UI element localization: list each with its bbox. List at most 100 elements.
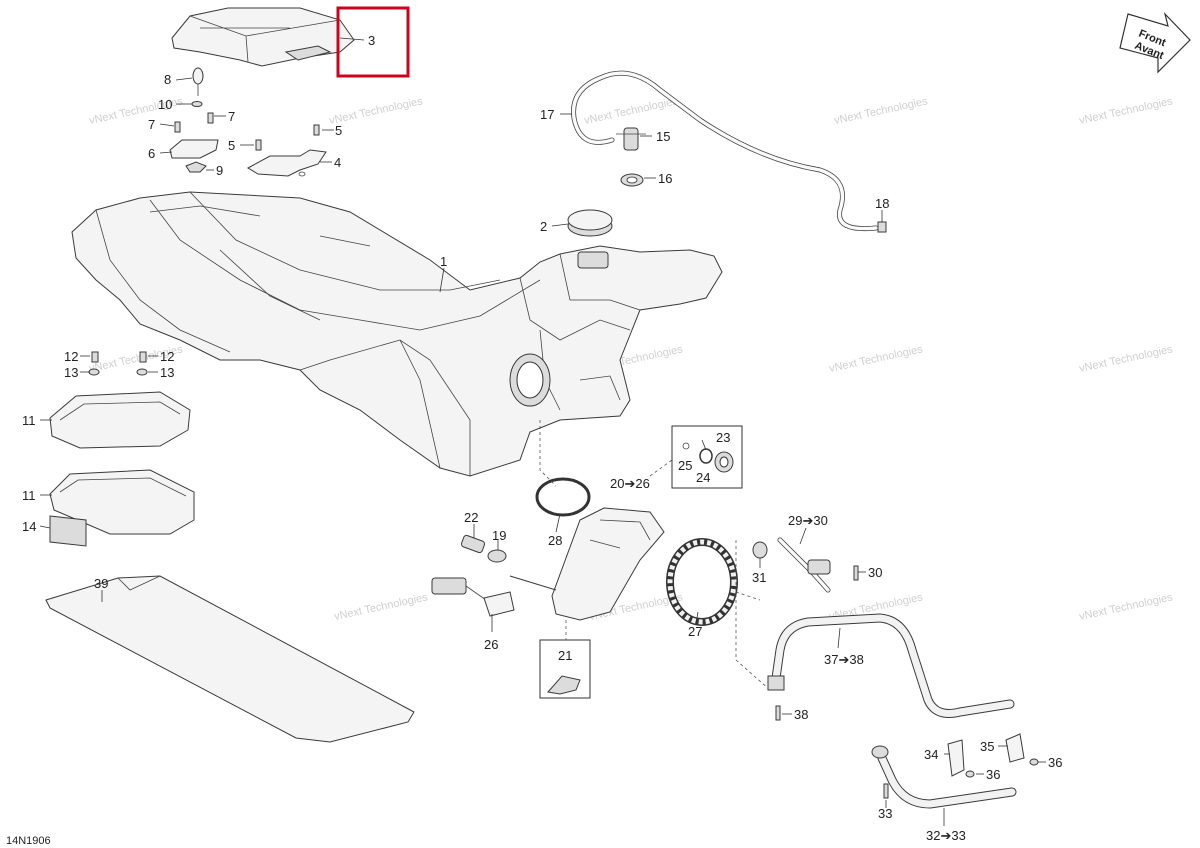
callout-5b: 5 — [335, 123, 342, 138]
part-20-fuel-pump-module[interactable] — [509, 507, 665, 621]
callout-36b: 36 — [1048, 755, 1062, 770]
callout-30: 30 — [868, 565, 882, 580]
callout-36a: 36 — [986, 767, 1000, 782]
part-21-filter[interactable] — [547, 675, 581, 695]
part-13-nut-b[interactable] — [136, 368, 148, 376]
part-11-cover-lower[interactable] — [49, 469, 195, 535]
watermark: vNext Technologies — [828, 343, 924, 375]
assembly-line — [735, 540, 771, 691]
part-36-nut-a[interactable] — [965, 770, 975, 778]
callout-13a: 13 — [64, 365, 78, 380]
front-direction-arrow: Front Avant — [1119, 11, 1191, 74]
leader-lines — [39, 37, 1046, 826]
assembly-line — [649, 459, 673, 477]
part-10-washer[interactable] — [191, 101, 203, 107]
callout-16: 16 — [658, 171, 672, 186]
callout-22: 22 — [464, 510, 478, 525]
part-5-screw-b[interactable] — [313, 124, 320, 136]
part-18-clamp[interactable] — [877, 221, 887, 233]
assembly-line — [735, 591, 761, 601]
part-5-screw-a[interactable] — [255, 139, 262, 151]
part-2-fuel-cap[interactable] — [567, 209, 613, 237]
callout-24: 24 — [696, 470, 710, 485]
callout-23: 23 — [716, 430, 730, 445]
callout-5a: 5 — [228, 138, 235, 153]
part-38-pin[interactable] — [775, 705, 781, 721]
callout-3: 3 — [368, 33, 375, 48]
part-13-nut-a[interactable] — [88, 368, 100, 376]
callout-26: 26 — [484, 637, 498, 652]
part-9-clip[interactable] — [185, 161, 207, 173]
callout-35: 35 — [980, 739, 994, 754]
callout-18: 18 — [875, 196, 889, 211]
callout-13b: 13 — [160, 365, 174, 380]
part-26-level-sender[interactable] — [431, 577, 515, 617]
callout-38: 38 — [794, 707, 808, 722]
watermark: vNext Technologies — [328, 95, 424, 127]
part-17-vent-hose[interactable] — [571, 70, 879, 232]
callout-1: 1 — [440, 254, 447, 269]
watermark: vNext Technologies — [833, 95, 929, 127]
callout-6: 6 — [148, 146, 155, 161]
part-12-screw-a[interactable] — [91, 351, 99, 363]
watermark: vNext Technologies — [1078, 95, 1174, 127]
part-6-plate[interactable] — [169, 139, 219, 159]
callout-7b: 7 — [148, 117, 155, 132]
assembly-line — [539, 420, 557, 487]
callout-33: 33 — [878, 806, 892, 821]
callout-25: 25 — [678, 458, 692, 473]
part-8-latch[interactable] — [192, 67, 204, 96]
part-30-pin[interactable] — [853, 565, 859, 581]
part-29-fuel-line[interactable] — [777, 537, 831, 593]
part-36-nut-b[interactable] — [1029, 758, 1039, 766]
watermark: vNext Technologies — [333, 591, 429, 623]
part-16-grommet[interactable] — [620, 173, 644, 187]
part-39-mat[interactable] — [45, 575, 415, 743]
callout-12a: 12 — [64, 349, 78, 364]
callout-14: 14 — [22, 519, 36, 534]
part-4-bracket[interactable] — [246, 149, 327, 177]
callout-34: 34 — [924, 747, 938, 762]
part-15-vent-valve[interactable] — [616, 127, 646, 151]
callout-9: 9 — [216, 163, 223, 178]
part-34-bracket[interactable] — [947, 739, 965, 777]
highlight-box-part-3 — [336, 6, 410, 78]
callout-12b: 12 — [160, 349, 174, 364]
part-24-oring[interactable] — [699, 448, 713, 464]
part-25-oring-small[interactable] — [682, 442, 690, 450]
drawing-code: 14N1906 — [6, 835, 51, 847]
callout-20-26: 20➔26 — [610, 476, 650, 491]
part-14-foam-pad[interactable] — [49, 515, 87, 547]
part-23-fitting[interactable] — [714, 451, 734, 473]
part-1-fuel-tank[interactable] — [71, 191, 723, 477]
callout-15: 15 — [656, 129, 670, 144]
callout-31: 31 — [752, 570, 766, 585]
callout-29-30: 29➔30 — [788, 513, 828, 528]
callout-4: 4 — [334, 155, 341, 170]
part-7-screw-left[interactable] — [174, 121, 181, 133]
callout-37-38: 37➔38 — [824, 652, 864, 667]
part-32-hose-assembly[interactable] — [871, 745, 1017, 809]
callout-21: 21 — [558, 648, 572, 663]
callout-11b: 11 — [22, 488, 36, 503]
part-11-cover-upper[interactable] — [49, 391, 191, 449]
part-28-oring[interactable] — [535, 477, 591, 517]
watermark: vNext Technologies — [1078, 591, 1174, 623]
callout-2: 2 — [540, 219, 547, 234]
part-33-pin[interactable] — [883, 783, 889, 799]
part-35-bracket[interactable] — [1005, 733, 1025, 763]
watermark: vNext Technologies — [1078, 343, 1174, 375]
part-19-grommet[interactable] — [487, 549, 507, 563]
callout-10: 10 — [158, 97, 172, 112]
part-27-lock-ring[interactable] — [666, 538, 738, 626]
callout-7a: 7 — [228, 109, 235, 124]
part-31-clamp[interactable] — [752, 541, 768, 559]
part-12-screw-b[interactable] — [139, 351, 147, 363]
callout-labels: 1 2 3 4 5 5 6 7 7 8 9 10 11 11 12 12 13 … — [22, 33, 1062, 843]
part-3-top-pad[interactable] — [171, 7, 355, 67]
part-22-sensor[interactable] — [460, 534, 486, 554]
callout-19: 19 — [492, 528, 506, 543]
part-37-hose-assembly[interactable] — [767, 613, 1015, 718]
part-7-screw-right[interactable] — [207, 112, 214, 124]
callout-39: 39 — [94, 576, 108, 591]
